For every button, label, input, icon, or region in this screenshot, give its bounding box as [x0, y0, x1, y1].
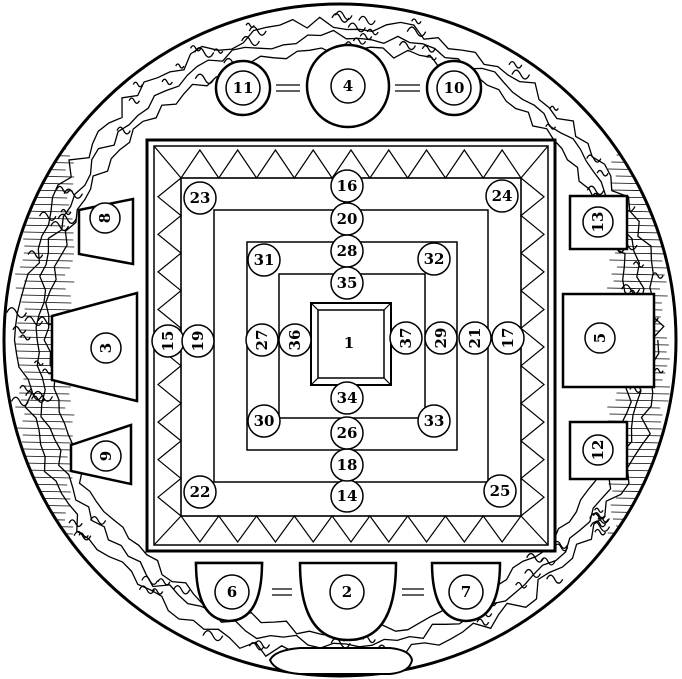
label-29: 29: [432, 328, 450, 349]
label-1: 1: [344, 334, 354, 352]
label-15: 15: [159, 331, 177, 352]
label-7: 7: [461, 583, 471, 601]
label-11: 11: [233, 79, 254, 97]
label-6: 6: [227, 583, 237, 601]
label-23: 23: [190, 189, 211, 207]
label-13: 13: [589, 212, 607, 233]
label-19: 19: [189, 331, 207, 352]
label-5: 5: [591, 333, 609, 343]
label-8: 8: [96, 213, 114, 223]
label-25: 25: [490, 482, 511, 500]
label-10: 10: [444, 79, 465, 97]
label-28: 28: [337, 242, 358, 260]
label-12: 12: [589, 440, 607, 461]
label-9: 9: [97, 451, 115, 461]
label-27: 27: [253, 330, 271, 351]
label-36: 36: [286, 330, 304, 351]
label-30: 30: [254, 412, 275, 430]
label-21: 21: [466, 328, 484, 349]
label-32: 32: [424, 250, 445, 268]
label-33: 33: [424, 412, 445, 430]
label-18: 18: [337, 456, 358, 474]
label-22: 22: [190, 483, 211, 501]
label-26: 26: [337, 424, 358, 442]
label-17: 17: [499, 328, 517, 349]
label-2: 2: [342, 583, 352, 601]
label-31: 31: [254, 251, 275, 269]
label-35: 35: [337, 274, 358, 292]
label-37: 37: [397, 328, 415, 349]
label-3: 3: [97, 343, 115, 353]
label-16: 16: [337, 177, 358, 195]
label-4: 4: [343, 77, 353, 95]
label-24: 24: [492, 187, 513, 205]
bottom-handle: [270, 648, 412, 674]
label-20: 20: [337, 210, 358, 228]
label-14: 14: [337, 487, 358, 505]
label-34: 34: [337, 389, 358, 407]
